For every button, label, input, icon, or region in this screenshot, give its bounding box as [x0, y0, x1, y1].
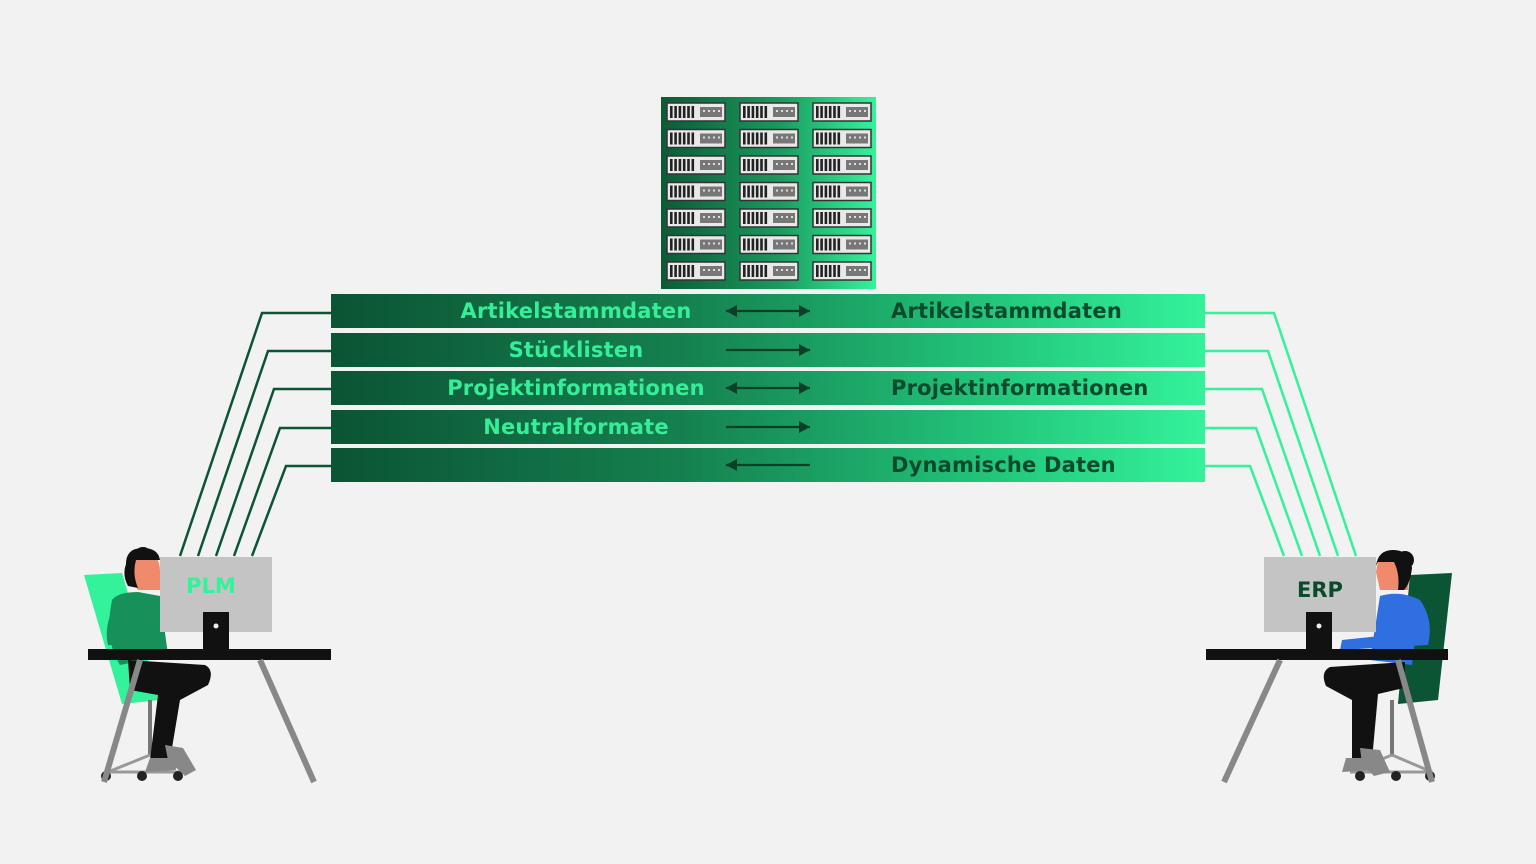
- erp-connection-lines: [1205, 311, 1358, 557]
- erp-monitor-icon: [1264, 557, 1376, 652]
- erp-data-label: Dynamische Daten: [891, 453, 1116, 477]
- arrow-right-icon: [726, 421, 810, 433]
- rack-unit: [666, 155, 726, 175]
- rack-unit: [812, 155, 872, 175]
- rack-unit: [666, 261, 726, 281]
- rack-unit: [666, 181, 726, 202]
- plm-data-label: Projektinformationen: [447, 376, 705, 400]
- plm-data-label: Neutralformate: [483, 415, 669, 439]
- erp-workstation: [1206, 550, 1452, 784]
- rack-unit: [739, 261, 799, 281]
- erp-person-icon: [1323, 550, 1430, 776]
- plm-data-label: Artikelstammdaten: [460, 299, 692, 323]
- erp-data-label: Projektinformationen: [891, 376, 1149, 400]
- rack-unit: [666, 234, 726, 255]
- erp-label: ERP: [1297, 578, 1343, 602]
- arrow-right-icon: [726, 344, 810, 356]
- rack-unit: [666, 208, 726, 228]
- plm-data-label: Stücklisten: [508, 338, 644, 362]
- rack-unit: [739, 234, 799, 255]
- erp-data-label: [891, 333, 1105, 367]
- plm-monitor-icon: [160, 557, 272, 652]
- arrow-left-icon: [726, 459, 810, 471]
- bidirectional-arrow-icon: [726, 305, 810, 317]
- data-flow-row: Artikelstammdaten Artikelstammdaten: [331, 294, 1205, 328]
- plm-workstation: [84, 547, 331, 784]
- erp-data-label: [891, 410, 1105, 444]
- rack-unit: [812, 234, 872, 255]
- plm-label: PLM: [186, 574, 236, 598]
- plm-person-icon: [106, 547, 211, 776]
- rack-unit: [739, 128, 799, 149]
- data-flow-row: Dynamische Daten: [331, 448, 1205, 482]
- rack-unit: [739, 208, 799, 228]
- rack-unit: [812, 208, 872, 228]
- rack-unit: [739, 181, 799, 202]
- erp-data-label: Artikelstammdaten: [891, 299, 1122, 323]
- data-flow-row: Stücklisten: [331, 333, 1205, 367]
- bidirectional-arrow-icon: [726, 382, 810, 394]
- rack-unit: [812, 181, 872, 202]
- rack-unit: [739, 155, 799, 175]
- plm-connection-lines: [178, 311, 331, 557]
- data-flow-row: Projektinformationen Projektinformationen: [331, 371, 1205, 405]
- erp-desk-icon: [1206, 649, 1448, 784]
- rack-unit: [666, 102, 726, 122]
- rack-unit: [812, 102, 872, 122]
- plm-desk-icon: [88, 649, 331, 784]
- rack-unit: [812, 261, 872, 281]
- server-rack-icon: [661, 97, 876, 289]
- rack-unit: [812, 128, 872, 149]
- rack-unit: [666, 128, 726, 149]
- rack-unit: [739, 102, 799, 122]
- data-flow-row: Neutralformate: [331, 410, 1205, 444]
